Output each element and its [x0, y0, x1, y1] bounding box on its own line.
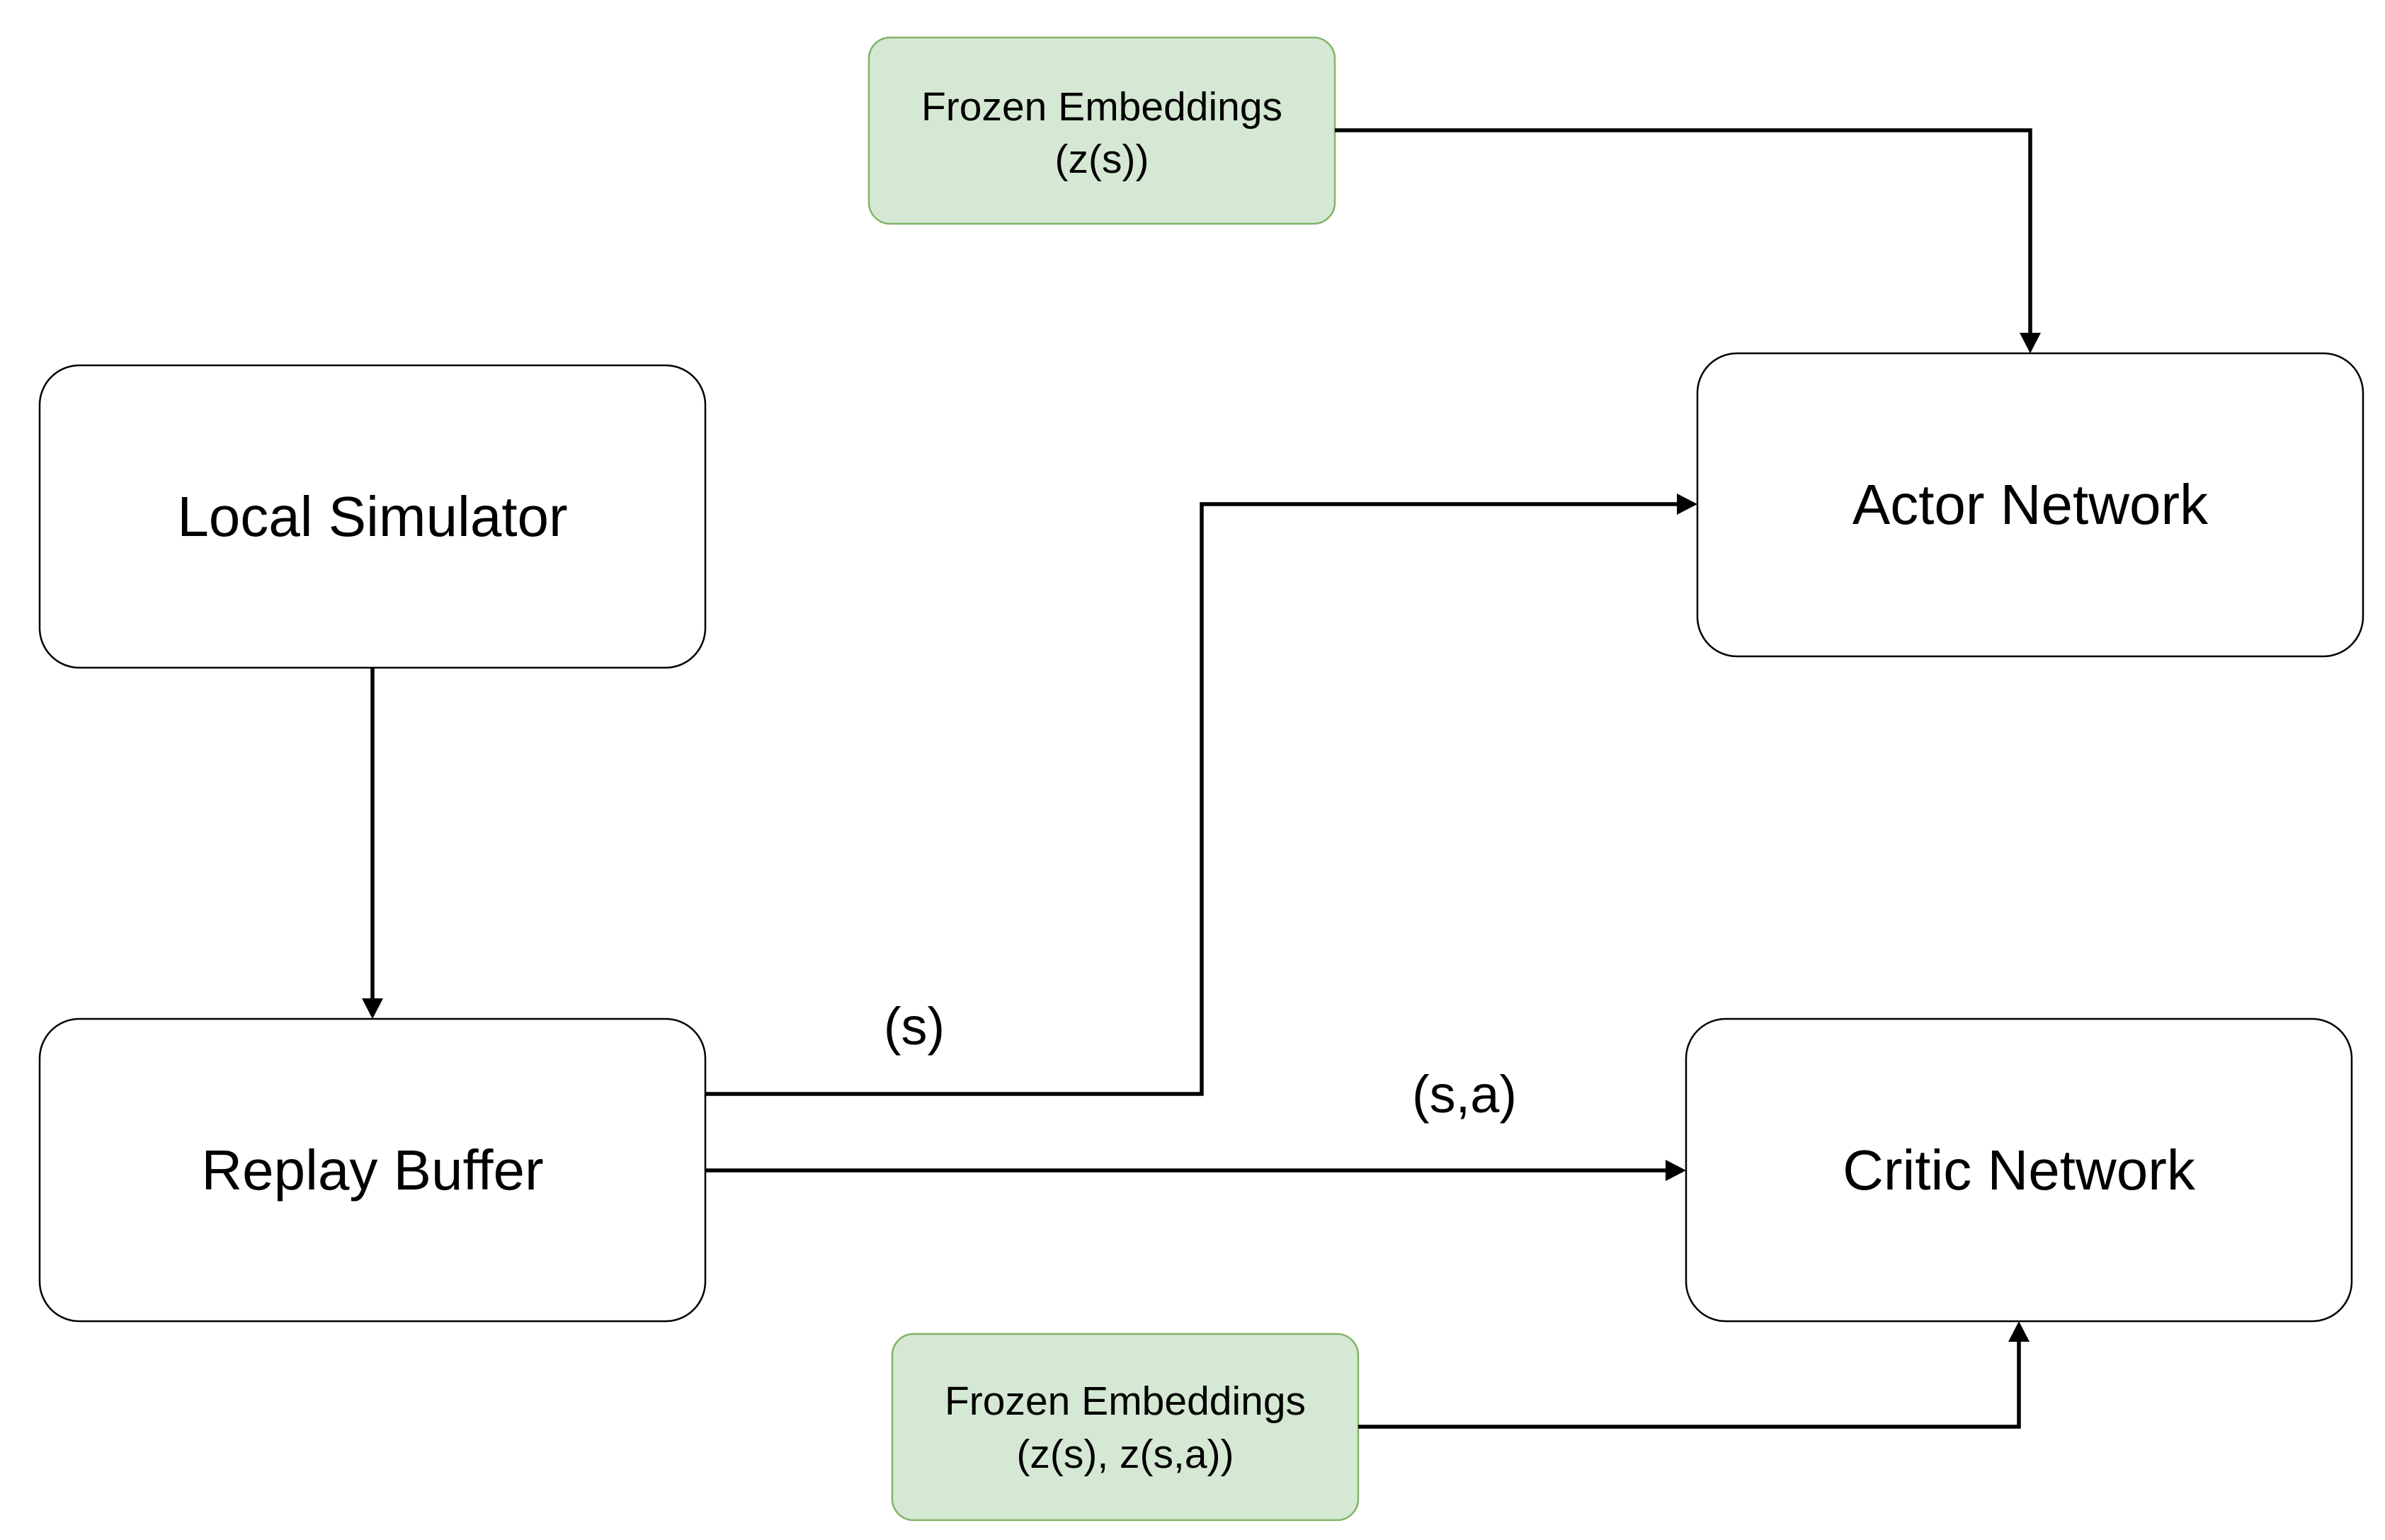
local-simulator-label: Local Simulator	[177, 485, 567, 548]
actor-embeddings-title: Frozen Embeddings	[921, 84, 1282, 130]
actor-embeddings-node[interactable]: Frozen Embeddings (z(s))	[867, 36, 1336, 225]
critic-embeddings-node[interactable]: Frozen Embeddings (z(s), z(s,a))	[891, 1333, 1360, 1522]
edge-simulator-to-buffer	[362, 668, 383, 1019]
replay-buffer-node[interactable]: Replay Buffer	[38, 1017, 707, 1323]
edge-buffer-to-actor: (s)	[705, 494, 1697, 1096]
edge-embeddings-to-actor-arrowhead	[2020, 333, 2041, 353]
edge-buffer-to-critic-arrowhead	[1666, 1160, 1686, 1181]
edge-buffer-to-critic: (s,a)	[705, 1065, 1686, 1181]
local-simulator-node[interactable]: Local Simulator	[38, 364, 707, 669]
actor-embeddings-formula: (z(s))	[1055, 137, 1149, 182]
edge-state-action-label: (s,a)	[1412, 1065, 1517, 1124]
edge-simulator-to-buffer-arrowhead	[362, 998, 383, 1019]
critic-network-node[interactable]: Critic Network	[1685, 1017, 2353, 1323]
edge-buffer-to-actor-line	[705, 502, 1683, 1096]
actor-network-node[interactable]: Actor Network	[1696, 352, 2364, 658]
edge-embeddings-to-critic-arrowhead	[2008, 1321, 2030, 1342]
actor-embeddings-box	[867, 36, 1336, 225]
edge-embeddings-to-critic-line	[1358, 1336, 2021, 1429]
replay-buffer-label: Replay Buffer	[201, 1139, 543, 1202]
critic-network-label: Critic Network	[1843, 1139, 2196, 1202]
critic-embeddings-formula: (z(s), z(s,a))	[1016, 1432, 1234, 1477]
edge-state-label: (s)	[884, 997, 945, 1056]
critic-embeddings-box	[891, 1333, 1360, 1522]
edge-embeddings-to-actor	[1335, 128, 2041, 353]
edge-buffer-to-actor-arrowhead	[1677, 494, 1697, 515]
critic-embeddings-title: Frozen Embeddings	[945, 1379, 1306, 1424]
edge-embeddings-to-critic	[1358, 1321, 2030, 1429]
actor-network-label: Actor Network	[1852, 473, 2209, 536]
edge-embeddings-to-actor-line	[1335, 128, 2032, 338]
